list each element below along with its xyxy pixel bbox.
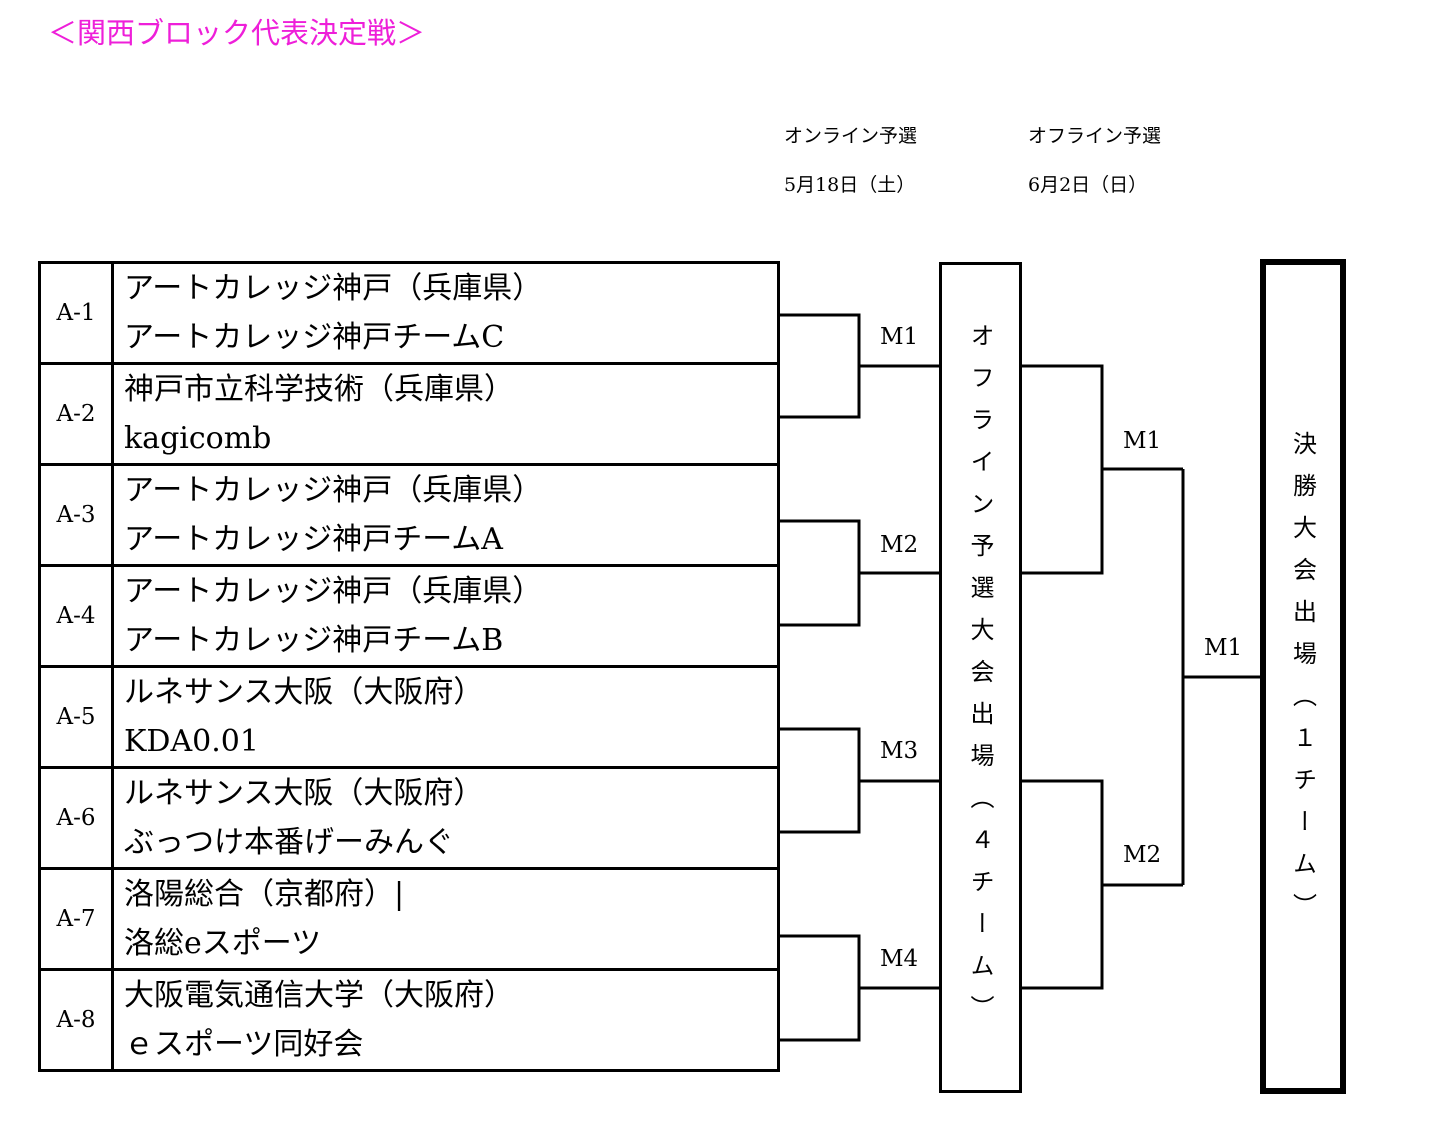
team-name: アートカレッジ神戸チームB <box>124 623 504 658</box>
table-row: A-3 アートカレッジ神戸（兵庫県） アートカレッジ神戸チームA <box>38 463 780 567</box>
school-name: 洛陽総合（京都府）| <box>124 877 405 912</box>
table-row: A-4 アートカレッジ神戸（兵庫県） アートカレッジ神戸チームB <box>38 564 780 668</box>
connector-online-m4 <box>779 934 861 1042</box>
round-date-offline: 6月2日（日） <box>1028 174 1148 196</box>
seed-label: A-7 <box>38 867 114 971</box>
round-name-offline: オフライン予選 <box>1028 125 1162 147</box>
team-name: 洛総eスポーツ <box>124 926 322 961</box>
table-row: A-1 アートカレッジ神戸（兵庫県） アートカレッジ神戸チームC <box>38 261 780 365</box>
seed-label: A-6 <box>38 766 114 870</box>
team-name: アートカレッジ神戸チームC <box>124 320 505 355</box>
seed-label: A-8 <box>38 968 114 1072</box>
connector-offline-m2 <box>1021 779 1104 990</box>
team-name: アートカレッジ神戸チームA <box>124 522 503 557</box>
seed-label: A-3 <box>38 463 114 567</box>
connector-online-m1 <box>779 313 861 419</box>
school-name: ルネサンス大阪（大阪府） <box>124 776 484 811</box>
team-name: KDA0.01 <box>124 724 259 759</box>
offline-qualify-text: オフライン予選大会出場（４チーム） <box>966 323 994 1037</box>
table-row: A-2 神戸市立科学技術（兵庫県） kagicomb <box>38 362 780 466</box>
entry-cell: アートカレッジ神戸（兵庫県） アートカレッジ神戸チームB <box>111 564 780 668</box>
match-label-offline-m2: M2 <box>1123 842 1162 868</box>
entry-cell: ルネサンス大阪（大阪府） KDA0.01 <box>111 665 780 769</box>
final-qualify-text: 決勝大会出場（１チーム） <box>1288 431 1317 935</box>
connector-online-m3 <box>779 727 861 834</box>
entry-cell: 大阪電気通信大学（大阪府） ｅスポーツ同好会 <box>111 968 780 1072</box>
connector-offline-m1 <box>1021 364 1104 575</box>
entry-cell: アートカレッジ神戸（兵庫県） アートカレッジ神戸チームC <box>111 261 780 365</box>
round-date-online: 5月18日（土） <box>784 174 916 196</box>
seed-label: A-2 <box>38 362 114 466</box>
match-label-online-m4: M4 <box>880 946 919 972</box>
team-name: ｅスポーツ同好会 <box>124 1027 364 1062</box>
table-row: A-6 ルネサンス大阪（大阪府） ぶっつけ本番げーみんぐ <box>38 766 780 870</box>
match-label-online-m3: M3 <box>880 738 919 764</box>
bracket-table: A-1 アートカレッジ神戸（兵庫県） アートカレッジ神戸チームC A-2 神戸市… <box>38 261 780 1072</box>
connector-online-m2 <box>779 519 861 627</box>
entry-cell: アートカレッジ神戸（兵庫県） アートカレッジ神戸チームA <box>111 463 780 567</box>
school-name: 神戸市立科学技術（兵庫県） <box>124 372 514 407</box>
seed-label: A-4 <box>38 564 114 668</box>
seed-label: A-1 <box>38 261 114 365</box>
page-title: ＜関西ブロック代表決定戦＞ <box>48 16 426 50</box>
entry-cell: 洛陽総合（京都府）| 洛総eスポーツ <box>111 867 780 971</box>
final-qualify-box: 決勝大会出場（１チーム） <box>1260 259 1346 1094</box>
table-row: A-5 ルネサンス大阪（大阪府） KDA0.01 <box>38 665 780 769</box>
school-name: アートカレッジ神戸（兵庫県） <box>124 271 543 306</box>
match-label-online-m1: M1 <box>880 324 919 350</box>
school-name: アートカレッジ神戸（兵庫県） <box>124 574 543 609</box>
entry-cell: ルネサンス大阪（大阪府） ぶっつけ本番げーみんぐ <box>111 766 780 870</box>
round-name-online: オンライン予選 <box>784 125 918 147</box>
table-row: A-8 大阪電気通信大学（大阪府） ｅスポーツ同好会 <box>38 968 780 1072</box>
school-name: 大阪電気通信大学（大阪府） <box>124 978 514 1013</box>
match-label-final: M1 <box>1204 635 1243 661</box>
table-row: A-7 洛陽総合（京都府）| 洛総eスポーツ <box>38 867 780 971</box>
match-label-online-m2: M2 <box>880 532 919 558</box>
school-name: アートカレッジ神戸（兵庫県） <box>124 473 543 508</box>
match-label-offline-m1: M1 <box>1123 428 1162 454</box>
entry-cell: 神戸市立科学技術（兵庫県） kagicomb <box>111 362 780 466</box>
team-name: ぶっつけ本番げーみんぐ <box>124 825 454 860</box>
school-name: ルネサンス大阪（大阪府） <box>124 675 484 710</box>
team-name: kagicomb <box>124 421 272 456</box>
seed-label: A-5 <box>38 665 114 769</box>
offline-qualify-box: オフライン予選大会出場（４チーム） <box>939 262 1022 1093</box>
